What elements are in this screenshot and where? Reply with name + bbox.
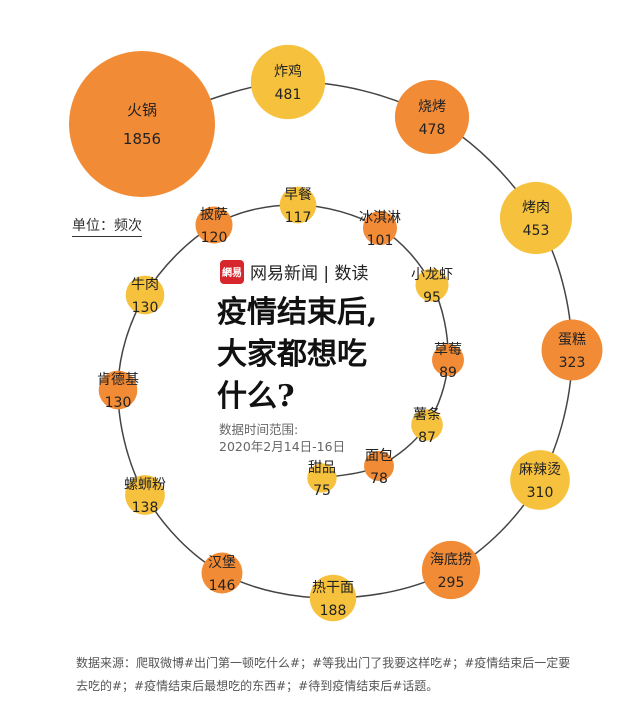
bubble-早餐: 早餐 117 [279, 186, 317, 226]
bubble-value: 130 [132, 300, 159, 316]
bubble-value: 310 [527, 485, 554, 501]
page-title: 疫情结束后, 大家都想吃 什么? [217, 292, 377, 418]
bubble-circle [279, 186, 317, 224]
bubble-name: 汉堡 [208, 555, 236, 571]
bubble-name: 螺蛳粉 [124, 477, 166, 493]
bubble-冰淇淋: 冰淇淋 101 [359, 210, 401, 249]
bubble-蛋糕: 蛋糕 323 [541, 319, 603, 381]
bubble-circle [362, 210, 398, 246]
bubble-火锅: 火锅 1856 [69, 51, 215, 197]
data-source: 数据来源：爬取微博#出门第一顿吃什么#；#等我出门了我要这样吃#；#疫情结束后一… [76, 656, 571, 693]
bubble-name: 早餐 [284, 187, 312, 203]
bubble-name: 肯德基 [97, 371, 139, 388]
bubble-circle [421, 540, 481, 600]
bubble-name: 烤肉 [522, 200, 550, 216]
date-range-value: 2020年2月14日-16日 [219, 439, 346, 454]
bubble-name: 海底捞 [430, 552, 472, 568]
bubble-面包: 面包 78 [364, 448, 394, 487]
bubble-circle [364, 451, 394, 481]
bubble-肯德基: 肯德基 130 [97, 370, 139, 411]
bubble-value: 295 [438, 575, 465, 591]
bubble-name: 冰淇淋 [359, 210, 401, 226]
bubble-value: 89 [439, 365, 457, 381]
bubble-炸鸡: 炸鸡 481 [250, 44, 326, 120]
bubble-circle [499, 181, 573, 255]
bubble-value: 323 [559, 355, 586, 371]
bubble-name: 薯条 [413, 406, 441, 423]
bubble-value: 101 [367, 233, 394, 249]
bubble-name: 小龙虾 [411, 267, 453, 283]
bubble-value: 146 [209, 578, 236, 594]
bubble-circle [307, 463, 337, 493]
bubble-value: 1856 [123, 130, 161, 148]
bubble-name: 面包 [365, 448, 393, 464]
bubble-name: 热干面 [312, 580, 354, 596]
bubble-value: 138 [132, 500, 159, 516]
bubble-麻辣烫: 麻辣烫 310 [510, 450, 570, 510]
title-line: 大家都想吃 [217, 337, 367, 372]
bubble-circle [125, 275, 165, 315]
unit-label: 单位：频次 [72, 215, 142, 237]
bubble-circle [309, 574, 357, 622]
bubble-热干面: 热干面 188 [309, 574, 357, 622]
bubble-value: 478 [419, 122, 446, 138]
bubble-name: 披萨 [200, 207, 228, 223]
bubble-circle [125, 475, 165, 515]
bubble-烤肉: 烤肉 453 [499, 181, 573, 255]
bubble-海底捞: 海底捞 295 [421, 540, 481, 600]
bubble-烧烤: 烧烤 478 [394, 79, 470, 155]
bubble-value: 75 [313, 483, 331, 499]
bubble-螺蛳粉: 螺蛳粉 138 [124, 475, 166, 516]
bubble-value: 453 [523, 223, 550, 239]
bubble-name: 炸鸡 [274, 63, 302, 80]
bubble-name: 火锅 [127, 101, 157, 119]
title-line: 疫情结束后, [217, 295, 378, 330]
bubble-value: 130 [105, 395, 132, 411]
bubble-value: 87 [418, 430, 436, 446]
bubble-value: 117 [285, 210, 312, 226]
bubble-小龙虾: 小龙虾 95 [411, 267, 453, 306]
bubble-circle [98, 370, 138, 410]
bubble-circle [510, 450, 570, 510]
netease-logo: 網易 [220, 259, 244, 284]
bubble-circle [432, 344, 464, 376]
bubble-value: 78 [370, 471, 388, 487]
bubble-披萨: 披萨 120 [195, 206, 233, 246]
bubble-circle [201, 552, 243, 594]
bubble-value: 95 [423, 290, 441, 306]
date-range-label: 数据时间范围: [219, 422, 299, 437]
bubble-薯条: 薯条 87 [411, 406, 443, 446]
bubble-value: 481 [275, 87, 302, 103]
bubble-circle [541, 319, 603, 381]
bubble-circle [415, 268, 449, 302]
bubble-circle [250, 44, 326, 120]
bubble-name: 牛肉 [131, 277, 159, 293]
bubble-value: 120 [201, 230, 228, 246]
bubble-甜品: 甜品 75 [307, 460, 337, 499]
title-line: 什么? [217, 379, 295, 414]
date-range: 数据时间范围: 2020年2月14日-16日 [219, 421, 345, 455]
bubble-name: 草莓 [434, 342, 462, 358]
bubble-circle [411, 409, 443, 441]
bubble-circle [394, 79, 470, 155]
bubble-value: 188 [320, 603, 347, 619]
bubble-name: 蛋糕 [558, 332, 586, 348]
bubble-牛肉: 牛肉 130 [125, 275, 165, 316]
bubble-circle [195, 206, 233, 244]
bubble-草莓: 草莓 89 [432, 342, 464, 381]
bubble-汉堡: 汉堡 146 [201, 552, 243, 594]
brand-header: 網易 网易新闻 | 数读 [220, 259, 369, 284]
bubble-name: 烧烤 [418, 99, 446, 115]
bubble-name: 甜品 [308, 460, 336, 476]
bubble-name: 麻辣烫 [519, 462, 561, 478]
brand-name: 网易新闻 | 数读 [250, 264, 369, 284]
bubble-circle [69, 51, 215, 197]
